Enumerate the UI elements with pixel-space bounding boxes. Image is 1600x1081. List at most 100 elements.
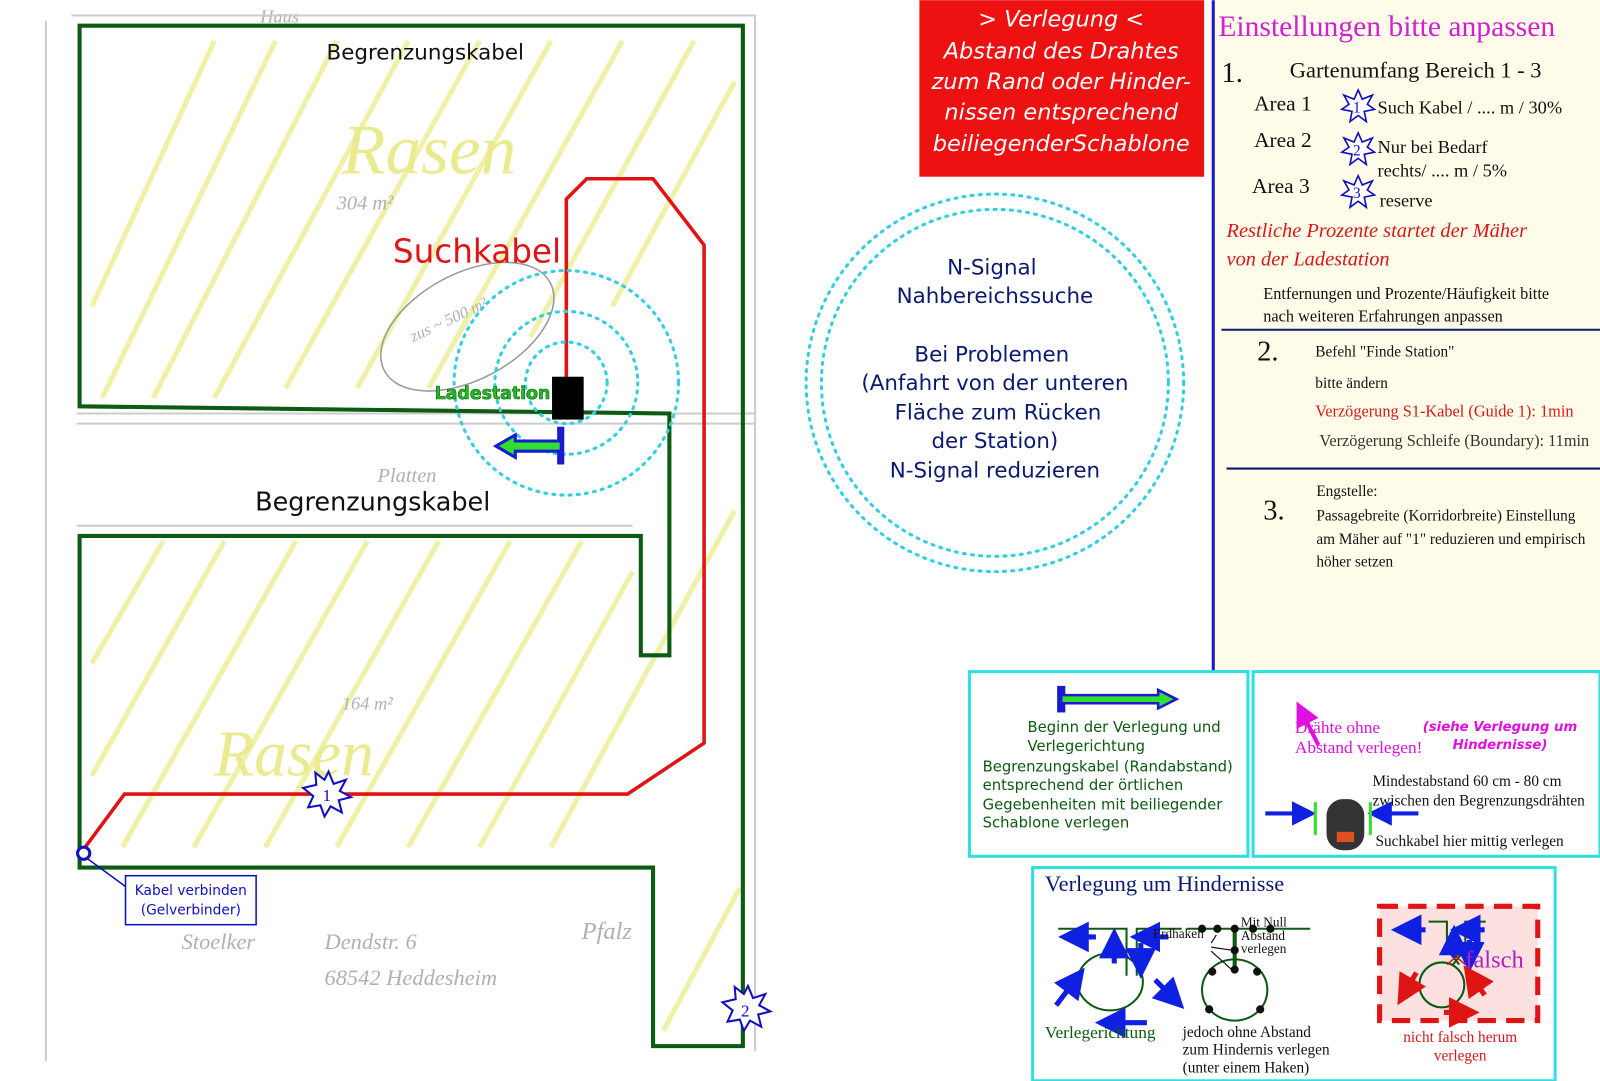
legend-text: Gegebenheiten mit beiliegender [983,796,1224,813]
svg-text:2: 2 [741,1002,750,1021]
charging-station [552,376,584,420]
guide-delay-setting: Verzögerung S1-Kabel (Guide 1): 1min [1315,402,1573,421]
legend-text: Mindestabstand 60 cm - 80 cm [1372,773,1561,790]
svg-text:2: 2 [1353,142,1361,159]
legend-text: Beginn der Verlegung und [1028,719,1221,736]
area-text: reserve [1380,190,1433,210]
section-text: Passagebreite (Korridorbreite) Einstellu… [1316,508,1575,525]
legend-text: Suchkabel hier mittig verlegen [1376,833,1565,850]
legend-text: (siehe Verlegung um [1423,720,1578,735]
n-signal-note: N-Signal Nahbereichssuche Bei Problemen … [861,256,1128,484]
note: nach weiteren Erfahrungen anpassen [1263,307,1503,326]
note: Entfernungen und Prozente/Häufigkeit bit… [1263,284,1549,303]
note-line: N-Signal [947,256,1037,281]
legend-text: verlegen [1434,1047,1487,1064]
legend-text: verlegen [1241,941,1287,956]
legend-text: Verlegerichtung [1028,738,1145,755]
sketch-note: Pfalz [581,918,633,945]
note-red: Restliche Prozente startet der Mäher [1226,220,1528,242]
star-1-icon: 1 [300,769,354,819]
start-direction-arrow-icon [492,426,565,465]
legend-start-box: Beginn der Verlegung und Verlegerichtung… [967,670,1250,858]
section-text: höher setzen [1316,554,1393,571]
note-line: nissen entsprechend [944,100,1178,126]
legend-text: (unter einem Haken) [1183,1060,1310,1077]
legend-text: zum Hindernis verlegen [1183,1041,1330,1058]
area-label: Area 1 [1254,91,1312,115]
svg-text:3: 3 [1353,185,1361,202]
note-line: Fläche zum Rücken [895,401,1102,426]
garden-plan: Haus Rasen 304 m² zus ~ 500 m² Platten R… [44,7,1186,1062]
guide-cable-label: Suchkabel [393,232,561,270]
note-line: (Anfahrt von der unteren [861,371,1128,396]
wrong-label: falsch [1465,947,1523,974]
direction-label: Verlegerichtung [1045,1023,1156,1042]
note-line: N-Signal reduzieren [890,459,1100,484]
area-label: Area 2 [1254,128,1312,152]
sketch-note: Dendstr. 6 [323,929,417,954]
boundary-cable [77,23,745,1049]
area-text: Such Kabel / .... m / 30% [1378,97,1563,117]
settings-title: Einstellungen bitte anpassen [1218,11,1555,43]
legend-text: Schablone verlegen [983,815,1130,832]
legend-text: entsprechend der örtlichen [983,777,1184,794]
sketch-note: Platten [377,465,437,487]
area-text: rechts/ .... m / 5% [1378,161,1508,181]
note-line: der Station) [931,429,1058,454]
sketch-note: Stoelker [182,929,256,954]
note-line: Nahbereichssuche [897,284,1094,309]
section-text: am Mäher auf "1" reduzieren und empirisc… [1316,531,1585,548]
section-text: Engstelle: [1316,483,1377,500]
section-heading: Gartenumfang Bereich 1 - 3 [1290,58,1542,83]
star-2-icon: 2 [720,983,774,1034]
area-label: Area 3 [1252,174,1310,198]
legend-text: Abstand verlegen! [1295,738,1423,757]
sketch-note: 68542 Heddesheim [324,965,497,990]
obstacle-title: Verlegung um Hindernisse [1045,871,1284,896]
charging-station-label: Ladestation [435,384,551,404]
legend-corridor-box: Drähte ohne Abstand verlegen! (siehe Ver… [1251,670,1600,858]
legend-text: jedoch ohne Abstand [1182,1024,1312,1041]
section-number: 3. [1263,496,1284,527]
sketch-note: Rasen [341,111,517,190]
section-number: 1. [1221,58,1242,89]
note-line: Bei Problemen [914,342,1069,367]
note-red: von der Ladestation [1227,249,1390,271]
obstacle-laying-box: Verlegung um Hindernisse Verlegerichtung [1031,866,1557,1081]
sketch-note: Haus [259,7,299,27]
legend-text: Drähte ohne [1295,718,1380,737]
svg-text:1: 1 [322,786,331,805]
legend-text: Begrenzungskabel (Randabstand) [983,759,1233,776]
boundary-label-bottom: Begrenzungskabel [255,487,490,517]
sketch-note: Rasen [213,719,374,791]
note-line: zum Rand oder Hinder- [930,69,1191,95]
mower-icon [1326,799,1365,851]
legend-text: nicht falsch herum [1403,1029,1517,1046]
section-text: bitte ändern [1315,375,1388,392]
svg-text:(Gelverbinder): (Gelverbinder) [141,902,241,918]
legend-text: Mit Null [1241,915,1287,930]
property-line [44,14,757,1062]
legend-text: Abstand [1241,928,1286,943]
guide-cable [82,176,706,851]
legend-text: Hindernisse) [1453,738,1548,753]
boundary-label-top: Begrenzungskabel [327,40,524,65]
arrow-up-icon [1296,701,1321,747]
note-line: beiliegenderSchablone [933,131,1190,157]
laying-note-box: > Verlegung < Abstand des Drahtes zum Ra… [919,0,1205,177]
sketch-note: 164 m² [342,693,393,713]
sketch-notes: Haus Rasen 304 m² zus ~ 500 m² Platten R… [182,7,633,990]
start-arrow-icon [1057,685,1180,713]
sketch-note: zus ~ 500 m² [406,293,491,346]
n-signal-range [452,192,1186,574]
note-line: Abstand des Drahtes [942,38,1179,64]
svg-text:1: 1 [1353,99,1361,116]
area-star-icons: 1 2 3 [1339,87,1377,210]
ground-hook-label: Erdhaken [1153,926,1204,941]
connector-callout: Kabel verbinden (Gelverbinder) [124,874,257,926]
note-line: > Verlegung < [978,7,1144,33]
settings-panel: Einstellungen bitte anpassen 1. Gartenum… [1211,0,1600,672]
legend-text: zwischen den Begrenzungsdrähten [1372,792,1585,809]
boundary-delay-setting: Verzögerung Schleife (Boundary): 11min [1319,431,1589,450]
